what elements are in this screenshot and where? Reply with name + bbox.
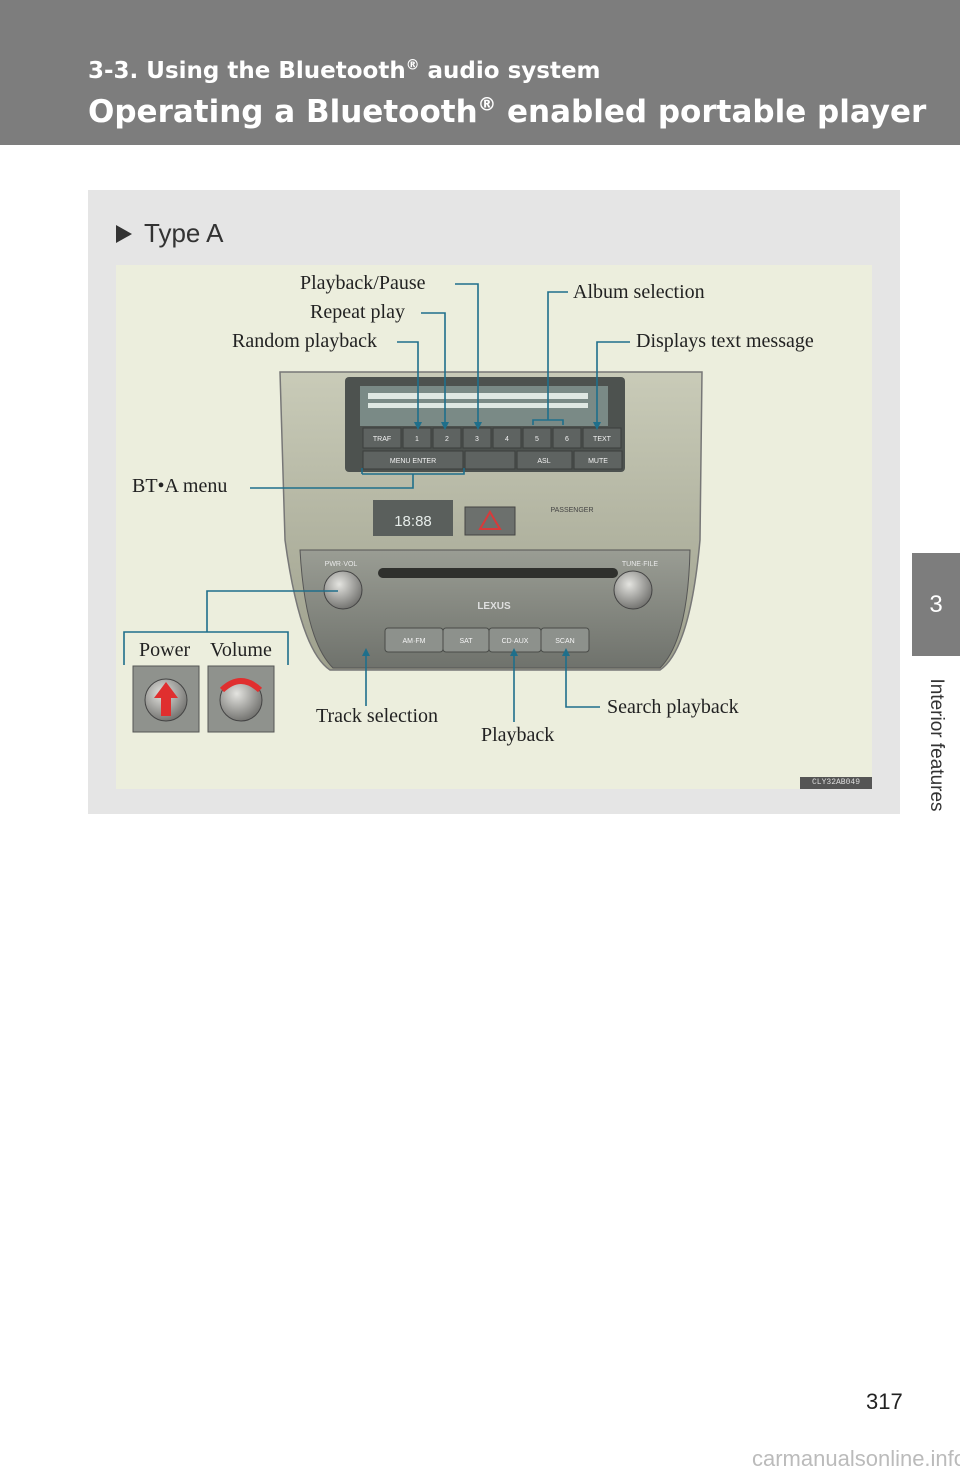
chapter-tab-label: Interior features [926,678,947,812]
chapter-header: 3-3. Using the Bluetooth® audio system O… [0,0,960,145]
callout-repeat-play: Repeat play [310,301,405,323]
watermark[interactable]: carmanualsonline.info [752,1446,960,1471]
page-title: Operating a Bluetooth® enabled portable … [88,94,927,130]
figure-type-label: Type A [116,218,224,249]
callout-power: Power [139,639,191,661]
page-number: 317 [866,1389,903,1414]
callout-volume: Volume [210,639,272,661]
callout-track-selection: Track selection [316,705,439,727]
figure-code: CLY32AB049 [800,777,872,789]
callout-playback-pause: Playback/Pause [300,272,426,294]
callout-random-playback: Random playback [232,330,377,352]
callout-bt-a-menu: BT•A menu [132,475,228,497]
callout-playback: Playback [481,724,555,746]
chapter-tab[interactable]: 3 [912,553,960,656]
callout-search-playback: Search playback [607,696,739,718]
section-heading: 3-3. Using the Bluetooth® audio system [88,57,601,84]
triangle-bullet-icon [116,224,132,243]
callout-displays-text-message: Displays text message [636,330,814,352]
callout-album-selection: Album selection [573,281,705,303]
